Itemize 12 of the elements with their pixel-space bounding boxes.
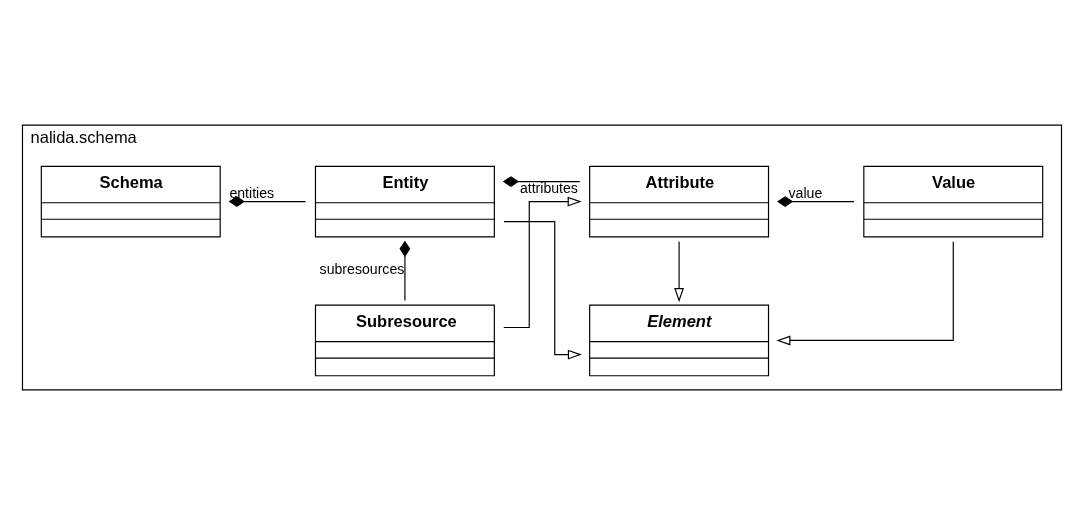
arrow [674,241,685,303]
connector [502,176,581,187]
arrow [776,241,954,346]
edge-label: subresources [319,261,405,278]
arrow [503,221,582,360]
arrow [503,196,582,329]
connector [777,196,855,207]
connector [399,240,411,301]
edge-label: entities [229,184,275,201]
connector [228,196,307,207]
edge-label: value [788,184,823,201]
edge-label: attributes [519,179,578,196]
